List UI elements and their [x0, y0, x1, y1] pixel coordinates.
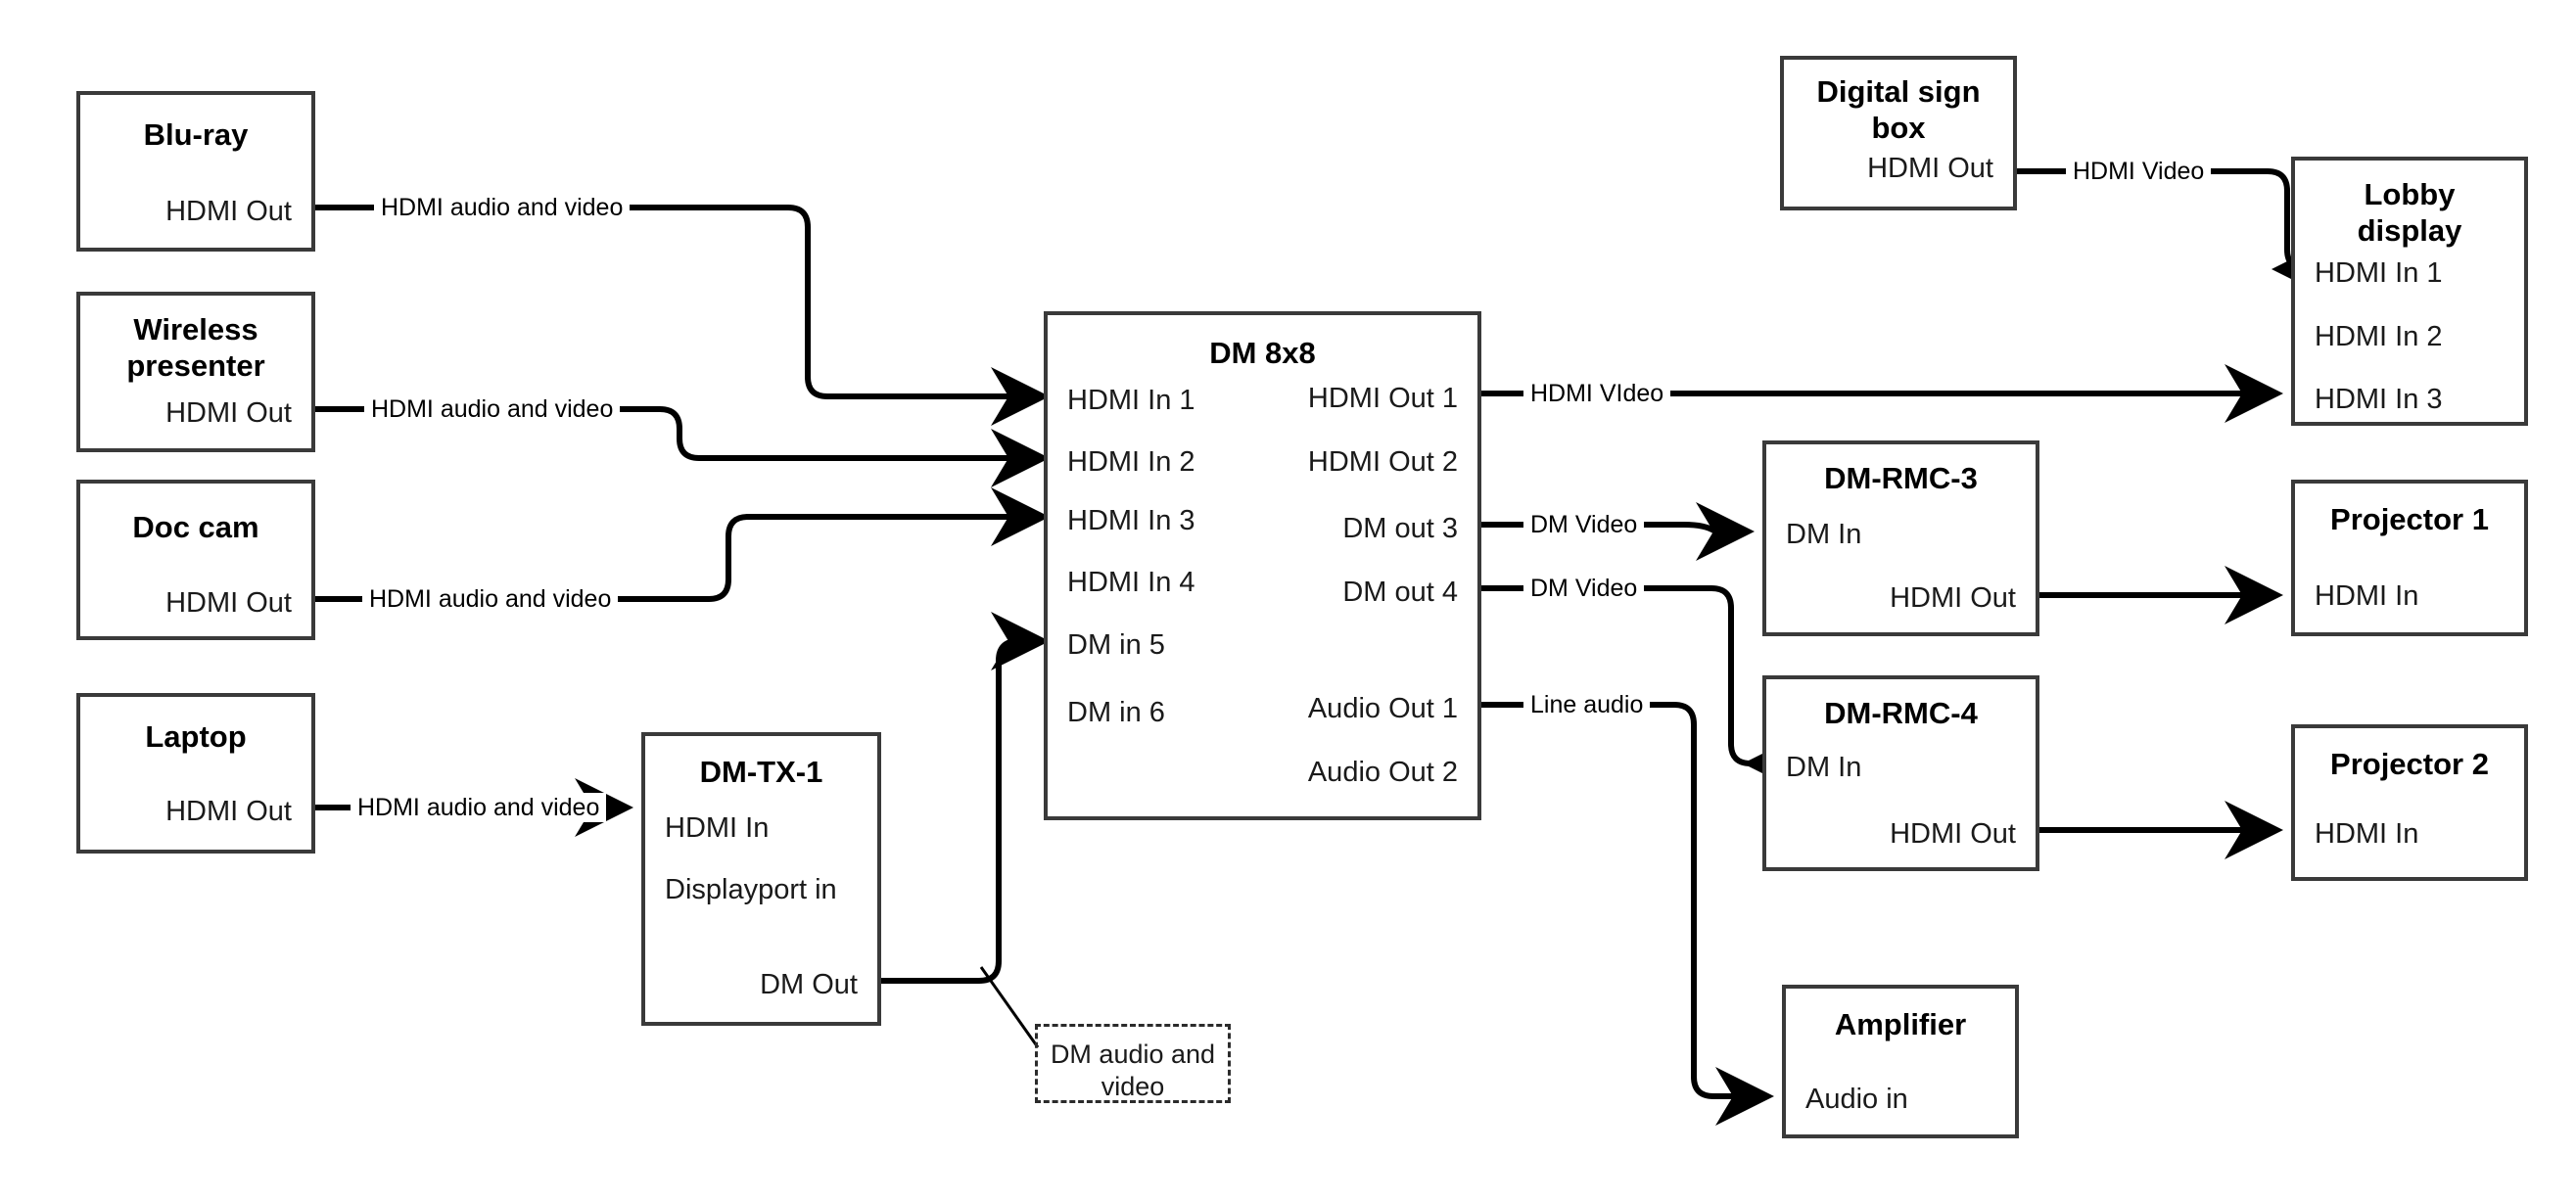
- node-title: Amplifier: [1834, 1007, 1967, 1041]
- wire-label-dm-video-3: DM Video: [1523, 510, 1645, 539]
- node-wireless-presenter[interactable]: Wireless presenter HDMI Out: [76, 292, 315, 452]
- port-hdmi-out: HDMI Out: [1867, 153, 1993, 184]
- wire-label-laptop: HDMI audio and video: [351, 793, 607, 822]
- node-title: Projector 1: [2330, 502, 2489, 536]
- node-doc-cam[interactable]: Doc cam HDMI Out: [76, 480, 315, 640]
- wire-dmtx1-to-dm8x8: [881, 612, 1050, 984]
- port-hdmi-in-2: HDMI In 2: [1067, 446, 1195, 478]
- port-hdmi-in: HDMI In: [2315, 580, 2419, 612]
- wire-dm8x8-dmout3-to-rmc3: [1481, 502, 1755, 561]
- callout-dm-audio-and-video: DM audio and video: [1035, 1024, 1231, 1103]
- port-dm-out-4: DM out 4: [1342, 577, 1458, 608]
- port-hdmi-out: HDMI Out: [165, 196, 292, 227]
- port-hdmi-in-1: HDMI In 1: [2315, 257, 2443, 289]
- node-projector-2[interactable]: Projector 2 HDMI In: [2291, 724, 2528, 881]
- port-audio-out-2: Audio Out 2: [1307, 757, 1458, 788]
- port-hdmi-out: HDMI Out: [1890, 582, 2016, 614]
- port-dm-out: DM Out: [760, 969, 858, 1000]
- wire-label-bluray: HDMI audio and video: [374, 193, 631, 222]
- port-hdmi-out: HDMI Out: [165, 796, 292, 827]
- node-amplifier[interactable]: Amplifier Audio in: [1782, 985, 2019, 1138]
- callout-text: DM audio and video: [1050, 1039, 1216, 1101]
- node-bluray[interactable]: Blu-ray HDMI Out: [76, 91, 315, 252]
- wire-label-doccam: HDMI audio and video: [362, 584, 619, 614]
- wire-label-dm-video-4: DM Video: [1523, 574, 1645, 603]
- wire-label-wireless: HDMI audio and video: [364, 394, 621, 424]
- port-dm-in-6: DM in 6: [1067, 697, 1165, 728]
- port-hdmi-in: HDMI In: [2315, 818, 2419, 850]
- port-displayport-in: Displayport in: [665, 874, 837, 905]
- callout-leader-line: [979, 966, 1040, 1048]
- node-title: Blu-ray: [143, 117, 249, 152]
- node-title: Laptop: [145, 719, 247, 754]
- port-hdmi-out-1: HDMI Out 1: [1307, 383, 1458, 414]
- node-digital-sign-box[interactable]: Digital sign box HDMI Out: [1780, 56, 2017, 210]
- wire-label-hdmi-video: HDMI VIdeo: [1523, 379, 1671, 408]
- port-hdmi-out: HDMI Out: [1890, 818, 2016, 850]
- port-dm-out-3: DM out 3: [1342, 513, 1458, 544]
- node-title: Wireless presenter: [126, 312, 265, 383]
- node-title: Projector 2: [2330, 747, 2489, 781]
- node-title: DM-RMC-3: [1824, 461, 1978, 495]
- node-title: Lobby display: [2357, 177, 2462, 248]
- port-dm-in-5: DM in 5: [1067, 629, 1165, 661]
- wire-sign-to-lobby: [2017, 168, 2330, 299]
- node-projector-1[interactable]: Projector 1 HDMI In: [2291, 480, 2528, 636]
- port-hdmi-in: HDMI In: [665, 812, 770, 844]
- port-hdmi-in-1: HDMI In 1: [1067, 385, 1195, 416]
- node-dm-rmc-3[interactable]: DM-RMC-3 DM In HDMI Out: [1762, 440, 2039, 636]
- port-hdmi-out: HDMI Out: [165, 397, 292, 429]
- port-hdmi-in-2: HDMI In 2: [2315, 321, 2443, 352]
- port-hdmi-out: HDMI Out: [165, 587, 292, 619]
- port-dm-in: DM In: [1786, 519, 1862, 550]
- port-audio-in: Audio in: [1805, 1084, 1908, 1115]
- wire-bluray-to-dm8x8: [315, 205, 1050, 426]
- port-dm-in: DM In: [1786, 752, 1862, 783]
- node-title: Digital sign box: [1816, 74, 1981, 145]
- node-dm-8x8[interactable]: DM 8x8 HDMI In 1 HDMI In 2 HDMI In 3 HDM…: [1044, 311, 1481, 820]
- node-laptop[interactable]: Laptop HDMI Out: [76, 693, 315, 854]
- port-audio-out-1: Audio Out 1: [1307, 693, 1458, 724]
- wire-dm8x8-audioout1-to-amplifier: [1481, 702, 1774, 1126]
- wire-label-line-audio: Line audio: [1523, 690, 1651, 719]
- node-dm-tx-1[interactable]: DM-TX-1 HDMI In Displayport in DM Out: [641, 732, 881, 1026]
- wire-dm8x8-dmout4-to-rmc4: [1481, 585, 1802, 793]
- port-hdmi-out-2: HDMI Out 2: [1307, 446, 1458, 478]
- node-lobby-display[interactable]: Lobby display HDMI In 1 HDMI In 2 HDMI I…: [2291, 157, 2528, 426]
- node-title: DM 8x8: [1209, 336, 1316, 370]
- node-title: DM-RMC-4: [1824, 696, 1978, 730]
- port-hdmi-in-3: HDMI In 3: [2315, 384, 2443, 415]
- node-title: DM-TX-1: [699, 755, 823, 789]
- port-hdmi-in-4: HDMI In 4: [1067, 567, 1195, 598]
- node-title: Doc cam: [132, 510, 259, 544]
- port-hdmi-in-3: HDMI In 3: [1067, 505, 1195, 536]
- wire-wireless-to-dm8x8: [315, 406, 1050, 487]
- wire-doccam-to-dm8x8: [315, 487, 1050, 602]
- wire-label-sign-to-lobby: HDMI Video: [2066, 157, 2212, 186]
- node-dm-rmc-4[interactable]: DM-RMC-4 DM In HDMI Out: [1762, 675, 2039, 871]
